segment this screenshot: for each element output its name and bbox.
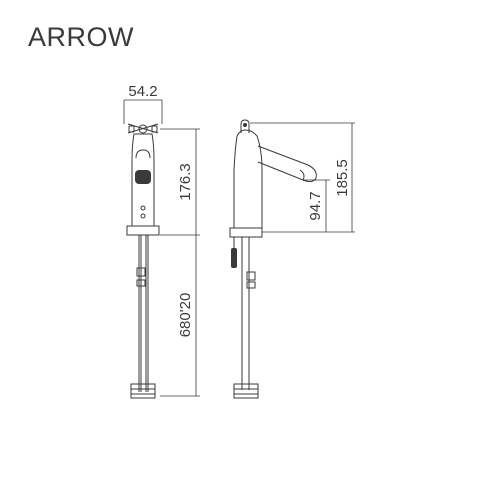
dim-176-label: 176.3 — [177, 163, 194, 201]
dim-width-label: 54.2 — [128, 83, 157, 100]
front-hoses — [130, 235, 156, 399]
dim-680-label: 680'20 — [177, 293, 194, 338]
cross-handle — [127, 123, 159, 134]
brand-logo: ARROW — [28, 22, 134, 52]
side-body — [233, 129, 263, 229]
side-handle-dot — [243, 123, 247, 127]
side-spout-tip — [299, 169, 305, 181]
side-handle-knob — [240, 119, 250, 133]
front-button-2 — [140, 213, 146, 219]
side-hoses — [231, 237, 259, 399]
dim-185-label: 185.5 — [334, 159, 351, 197]
side-base — [229, 227, 263, 238]
side-spout — [257, 145, 317, 183]
side-view: 94.7 185.5 — [229, 119, 355, 399]
front-spout-top — [135, 149, 151, 159]
front-button-1 — [140, 205, 146, 211]
aerator — [135, 170, 151, 184]
front-view: 54.2 — [123, 83, 200, 399]
front-base — [126, 225, 160, 236]
dim-94-label: 94.7 — [307, 191, 324, 220]
